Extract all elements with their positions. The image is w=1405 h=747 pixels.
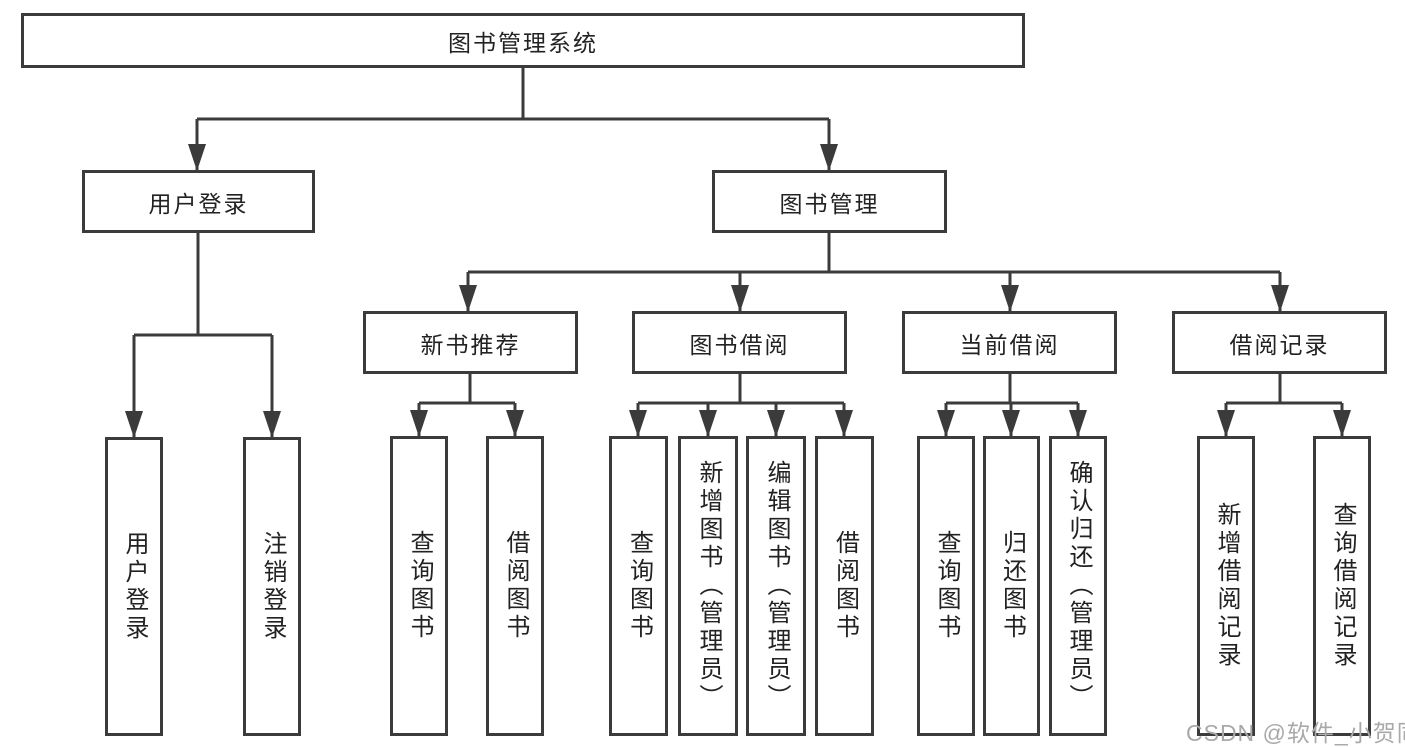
node-label: 当前借阅 <box>959 331 1060 358</box>
node-library-system: 图书管理系统 <box>21 13 1025 68</box>
node-borrow-records: 借阅记录 <box>1172 311 1387 374</box>
node-label: 图书管理系统 <box>448 29 598 56</box>
node-label: 新增借阅记录 <box>1213 502 1240 670</box>
node-label: 查询图书 <box>406 530 433 642</box>
leaf-query-books: 查询图书 <box>609 436 668 736</box>
node-current-borrow: 当前借阅 <box>902 311 1117 374</box>
node-label: 借阅图书 <box>502 530 529 642</box>
node-label: 新书推荐 <box>420 331 521 358</box>
node-label: 图书管理 <box>779 190 880 217</box>
node-user-login: 用户登录 <box>82 170 315 233</box>
node-label: 用户登录 <box>148 190 249 217</box>
node-book-management: 图书管理 <box>712 170 947 233</box>
leaf-edit-books-admin: 编辑图书（管理员） <box>746 436 806 736</box>
leaf-query-books: 查询图书 <box>390 436 448 736</box>
node-label: 新增图书（管理员） <box>695 460 722 712</box>
node-label: 查询借阅记录 <box>1329 502 1356 670</box>
leaf-logout: 注销登录 <box>243 437 301 736</box>
node-label: 查询图书 <box>933 530 960 642</box>
leaf-borrow-books: 借阅图书 <box>486 436 544 736</box>
leaf-confirm-return-admin: 确认归还（管理员） <box>1049 436 1107 736</box>
leaf-return-books: 归还图书 <box>983 436 1040 736</box>
leaf-query-books: 查询图书 <box>917 436 975 736</box>
csdn-watermark: CSDN @软件_小贺同学 <box>1186 720 1405 746</box>
node-label: 注销登录 <box>259 530 286 643</box>
node-label: 借阅图书 <box>831 530 859 642</box>
node-new-book-recommend: 新书推荐 <box>363 311 578 374</box>
node-label: 借阅记录 <box>1229 331 1330 358</box>
node-label: 查询图书 <box>625 530 653 642</box>
node-label: 编辑图书（管理员） <box>763 460 790 712</box>
node-label: 图书借阅 <box>689 331 790 358</box>
node-label: 用户登录 <box>121 530 148 643</box>
leaf-borrow-books: 借阅图书 <box>815 436 874 736</box>
leaf-user-login: 用户登录 <box>105 437 163 736</box>
leaf-query-borrow-record: 查询借阅记录 <box>1313 436 1371 736</box>
node-label: 确认归还（管理员） <box>1065 460 1092 712</box>
node-label: 归还图书 <box>998 530 1026 642</box>
leaf-add-books-admin: 新增图书（管理员） <box>678 436 738 736</box>
node-book-borrow: 图书借阅 <box>632 311 847 374</box>
leaf-add-borrow-record: 新增借阅记录 <box>1197 436 1255 736</box>
